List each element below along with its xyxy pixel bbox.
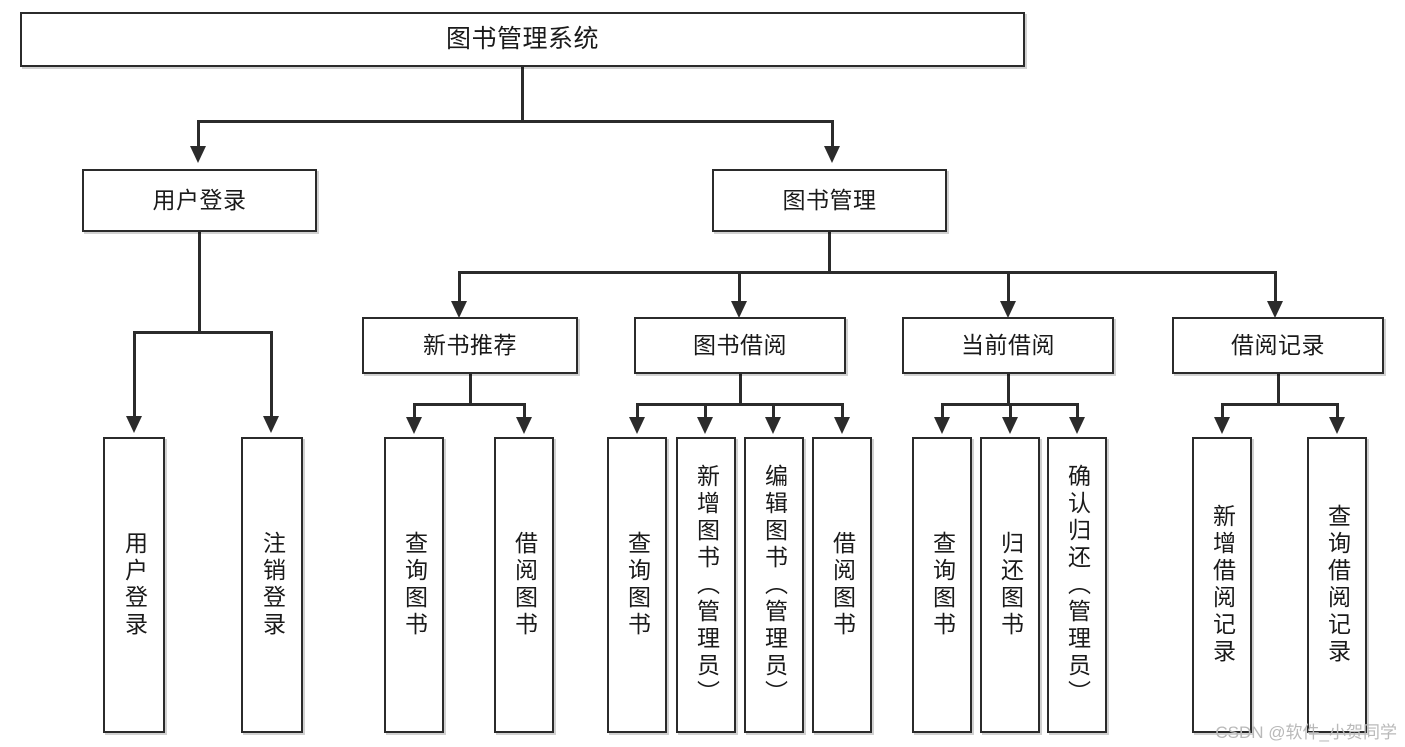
connector-nb-to-leaf-2 [523,403,526,419]
node-label: 用户登录 [121,531,148,639]
connector-user-login-to-leaf-1 [133,331,136,418]
node-label: 新增借阅记录 [1209,504,1236,666]
node-label: 归还图书 [997,531,1024,639]
leaf-user-login[interactable]: 用户登录 [103,437,165,733]
node-label: 确认归还（管理员） [1064,463,1091,707]
node-label: 查询图书 [624,531,651,639]
arrowhead-nb-leaf-1 [406,417,422,434]
node-label: 用户登录 [152,186,247,213]
connector-user-login-stem [198,232,201,334]
node-book-borrow[interactable]: 图书借阅 [634,317,846,374]
connector-bb-to-leaf-2 [704,403,707,419]
arrowhead-bb-leaf-3 [765,417,781,434]
arrowhead-cb-leaf-3 [1069,417,1085,434]
connector-borrow-record-bus [1221,403,1339,406]
node-label: 注销登录 [259,531,286,639]
connector-bm-to-book-borrow [738,271,741,303]
leaf-bb-edit-book-admin[interactable]: 编辑图书（管理员） [744,437,804,733]
leaf-nb-query-book[interactable]: 查询图书 [384,437,444,733]
arrowhead-book-management [824,146,840,163]
arrowhead-new-book-recommend [451,301,467,318]
connector-new-book-bus [413,403,526,406]
arrowhead-bb-leaf-2 [697,417,713,434]
leaf-logout[interactable]: 注销登录 [241,437,303,733]
connector-br-to-leaf-2 [1336,403,1339,419]
node-label: 图书管理 [782,186,877,213]
node-borrow-record[interactable]: 借阅记录 [1172,317,1384,374]
connector-user-login-to-leaf-2 [270,331,273,418]
arrowhead-cb-leaf-1 [934,417,950,434]
connector-current-borrow-stem [1007,374,1010,406]
arrowhead-user-login [190,146,206,163]
node-current-borrow[interactable]: 当前借阅 [902,317,1114,374]
node-label: 图书管理系统 [445,24,599,53]
arrowhead-br-leaf-1 [1214,417,1230,434]
leaf-cb-return-book[interactable]: 归还图书 [980,437,1040,733]
node-label: 查询图书 [401,531,428,639]
node-label: 新增图书（管理员） [693,463,720,707]
node-label: 图书借阅 [693,331,787,358]
connector-cb-to-leaf-2 [1009,403,1012,419]
connector-book-borrow-bus [636,403,844,406]
node-label: 编辑图书（管理员） [761,463,788,707]
leaf-br-query-record[interactable]: 查询借阅记录 [1307,437,1367,733]
leaf-cb-query-book[interactable]: 查询图书 [912,437,972,733]
leaf-bb-borrow-book[interactable]: 借阅图书 [812,437,872,733]
arrowhead-br-leaf-2 [1329,417,1345,434]
connector-bb-to-leaf-3 [772,403,775,419]
node-label: 借阅记录 [1231,331,1325,358]
connector-bb-to-leaf-4 [841,403,844,419]
connector-nb-to-leaf-1 [413,403,416,419]
node-label: 查询图书 [929,531,956,639]
connector-cb-to-leaf-1 [941,403,944,419]
connector-bb-to-leaf-1 [636,403,639,419]
arrowhead-bb-leaf-1 [629,417,645,434]
arrowhead-bb-leaf-4 [834,417,850,434]
leaf-nb-borrow-book[interactable]: 借阅图书 [494,437,554,733]
connector-borrow-record-stem [1277,374,1280,406]
leaf-br-add-record[interactable]: 新增借阅记录 [1192,437,1252,733]
connector-new-book-stem [469,374,472,406]
watermark-text: CSDN @软件_小贺同学 [1215,723,1397,742]
arrowhead-nb-leaf-2 [516,417,532,434]
connector-root-stem [521,67,524,122]
arrowhead-cb-leaf-2 [1002,417,1018,434]
connector-br-to-leaf-1 [1221,403,1224,419]
connector-cb-to-leaf-3 [1076,403,1079,419]
node-label: 借阅图书 [511,531,538,639]
node-book-management[interactable]: 图书管理 [712,169,947,232]
connector-user-login-bus [133,331,273,334]
connector-book-management-stem [828,232,831,274]
node-label: 新书推荐 [423,331,517,358]
leaf-bb-add-book-admin[interactable]: 新增图书（管理员） [676,437,736,733]
connector-root-bus [197,120,833,123]
node-label: 当前借阅 [961,331,1055,358]
arrowhead-borrow-record [1267,301,1283,318]
connector-root-to-book-management [831,120,834,148]
node-label: 查询借阅记录 [1324,504,1351,666]
connector-book-borrow-stem [739,374,742,406]
leaf-cb-confirm-return-admin[interactable]: 确认归还（管理员） [1047,437,1107,733]
connector-book-management-bus [458,271,1277,274]
connector-bm-to-new-book [458,271,461,303]
node-new-book-recommend[interactable]: 新书推荐 [362,317,578,374]
arrowhead-leaf-logout [263,416,279,433]
arrowhead-book-borrow [731,301,747,318]
leaf-bb-query-book[interactable]: 查询图书 [607,437,667,733]
connector-root-to-user-login [197,120,200,148]
arrowhead-leaf-user-login [126,416,142,433]
node-label: 借阅图书 [829,531,856,639]
connector-bm-to-current-borrow [1007,271,1010,303]
connector-bm-to-borrow-record [1274,271,1277,303]
node-root-book-management-system[interactable]: 图书管理系统 [20,12,1025,67]
node-user-login[interactable]: 用户登录 [82,169,317,232]
arrowhead-current-borrow [1000,301,1016,318]
